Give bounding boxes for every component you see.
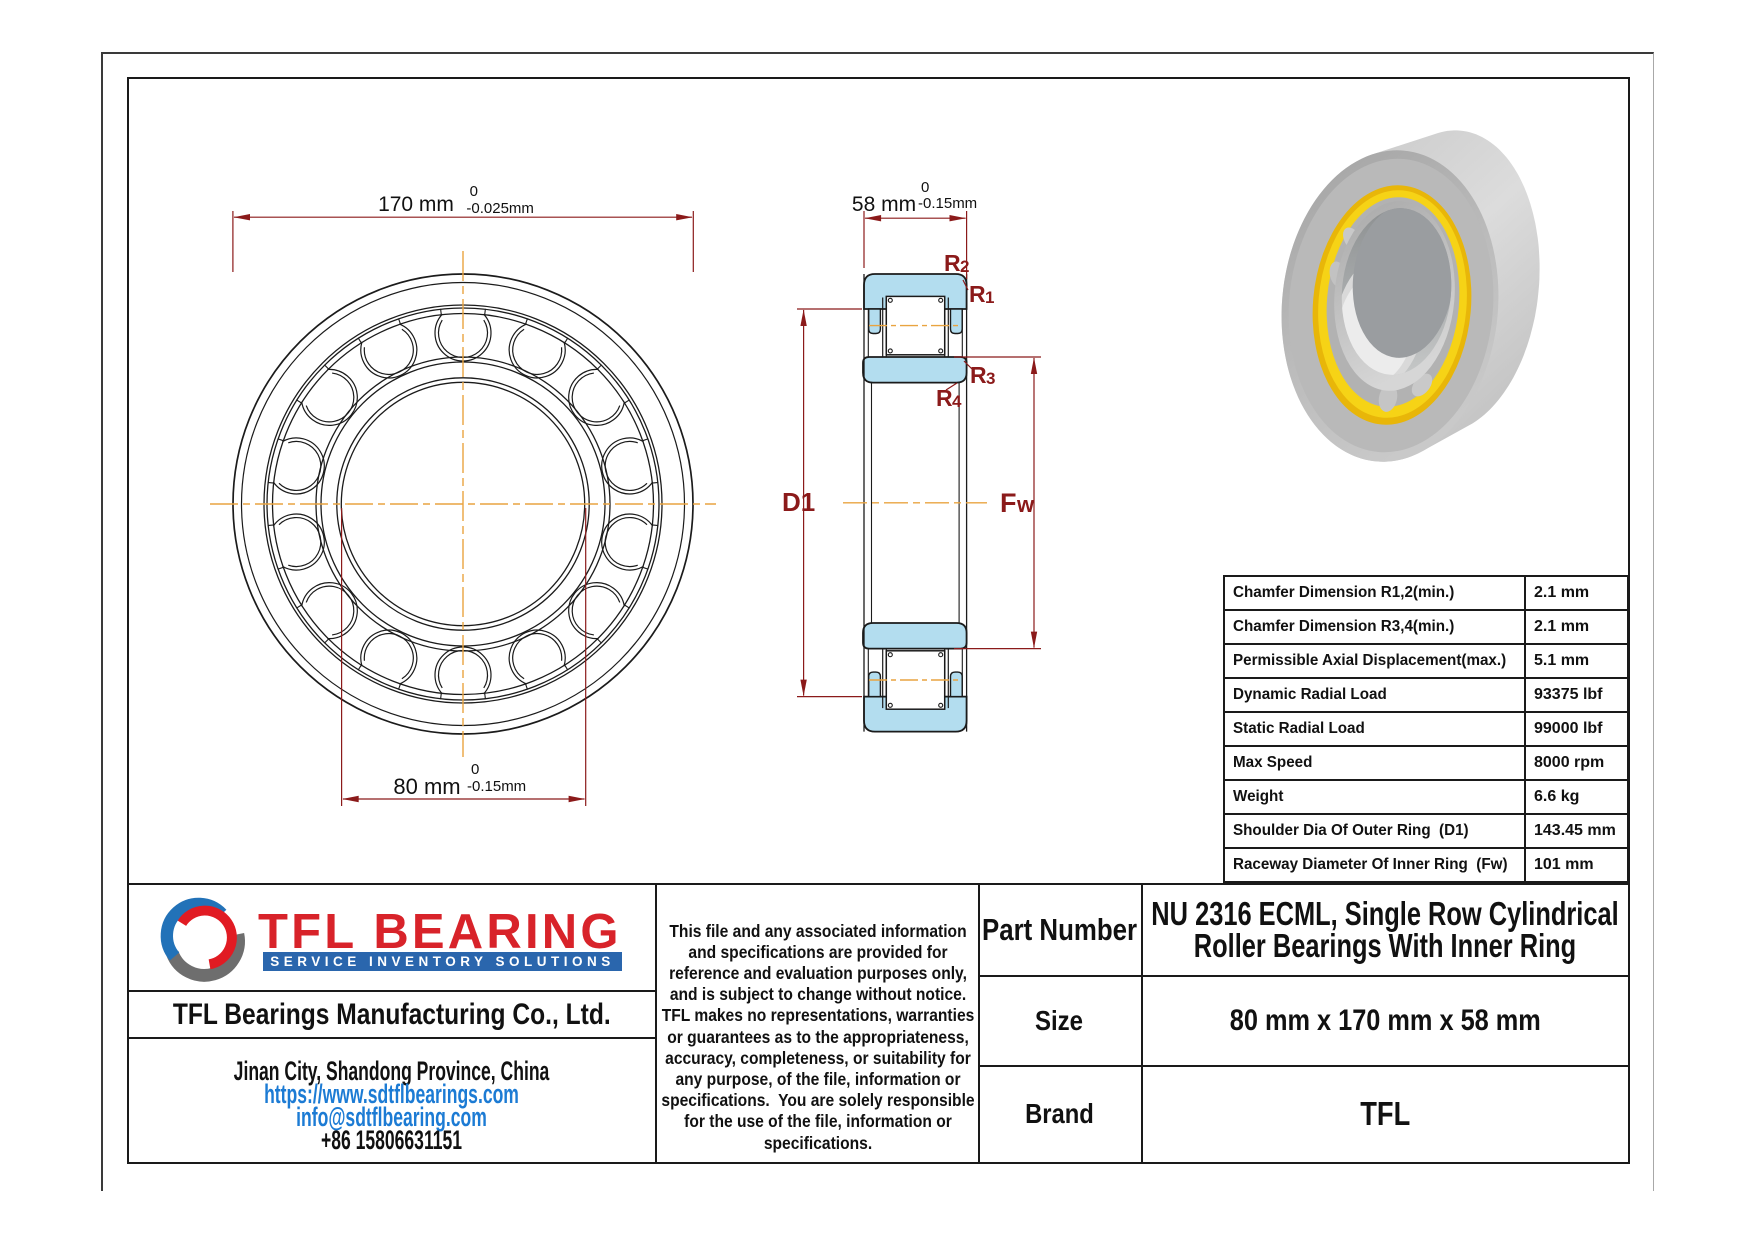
svg-text:2: 2 bbox=[960, 257, 969, 276]
svg-text:3: 3 bbox=[986, 369, 995, 388]
svg-text:4: 4 bbox=[952, 392, 962, 411]
svg-text:w: w bbox=[1016, 492, 1035, 517]
svg-text:80 mm: 80 mm bbox=[393, 774, 460, 799]
svg-text:0: 0 bbox=[470, 183, 478, 200]
svg-text:1: 1 bbox=[985, 288, 994, 307]
svg-text:0: 0 bbox=[921, 179, 929, 196]
svg-text:0: 0 bbox=[471, 761, 479, 778]
svg-text:-0.15mm: -0.15mm bbox=[467, 778, 526, 795]
svg-text:R: R bbox=[936, 385, 953, 411]
svg-text:R: R bbox=[970, 362, 987, 388]
svg-text:58 mm: 58 mm bbox=[852, 193, 916, 216]
svg-text:F: F bbox=[1000, 488, 1017, 518]
svg-text:170 mm: 170 mm bbox=[378, 193, 454, 216]
svg-text:-0.025mm: -0.025mm bbox=[466, 200, 534, 217]
svg-text:R: R bbox=[969, 281, 986, 307]
svg-text:-0.15mm: -0.15mm bbox=[918, 195, 977, 212]
svg-text:R: R bbox=[944, 250, 961, 276]
svg-text:D1: D1 bbox=[782, 487, 815, 517]
